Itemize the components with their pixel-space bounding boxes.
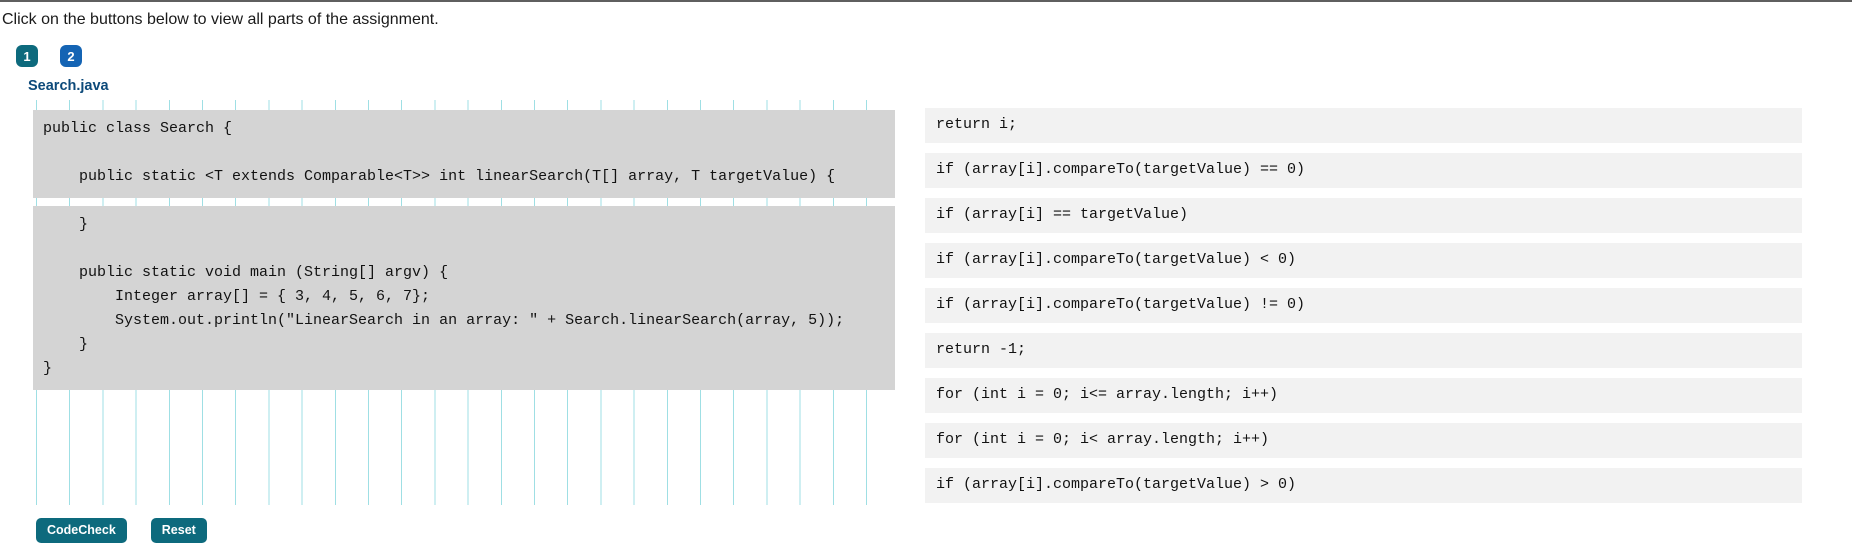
codecheck-button[interactable]: CodeCheck <box>36 518 127 543</box>
choice-item[interactable]: return -1; <box>925 333 1802 368</box>
choice-item[interactable]: for (int i = 0; i< array.length; i++) <box>925 423 1802 458</box>
assignment-work-area: public class Search { public static <T e… <box>0 100 1852 505</box>
file-name-label: Search.java <box>28 78 109 94</box>
choice-item[interactable]: if (array[i].compareTo(targetValue) < 0) <box>925 243 1802 278</box>
action-buttons: CodeCheck Reset <box>36 518 207 543</box>
choice-list: return i; if (array[i].compareTo(targetV… <box>925 108 1802 513</box>
choice-item[interactable]: if (array[i].compareTo(targetValue) > 0) <box>925 468 1802 503</box>
page-top-divider <box>0 0 1852 2</box>
choice-item[interactable]: if (array[i].compareTo(targetValue) != 0… <box>925 288 1802 323</box>
instruction-text: Click on the buttons below to view all p… <box>2 11 439 28</box>
reset-button[interactable]: Reset <box>150 518 207 543</box>
code-block-list: public class Search { public static <T e… <box>33 110 895 390</box>
part-button-1[interactable]: 1 <box>16 45 38 67</box>
choice-item[interactable]: return i; <box>925 108 1802 143</box>
code-drop-zone[interactable] <box>33 198 895 206</box>
choice-item[interactable]: if (array[i].compareTo(targetValue) == 0… <box>925 153 1802 188</box>
code-block[interactable]: } public static void main (String[] argv… <box>33 206 895 390</box>
code-assembly-pane[interactable]: public class Search { public static <T e… <box>33 100 895 505</box>
part-button-2[interactable]: 2 <box>60 45 82 67</box>
assignment-parts-buttons: 1 2 <box>16 45 82 67</box>
code-block[interactable]: public class Search { public static <T e… <box>33 110 895 198</box>
choice-item[interactable]: for (int i = 0; i<= array.length; i++) <box>925 378 1802 413</box>
choice-item[interactable]: if (array[i] == targetValue) <box>925 198 1802 233</box>
